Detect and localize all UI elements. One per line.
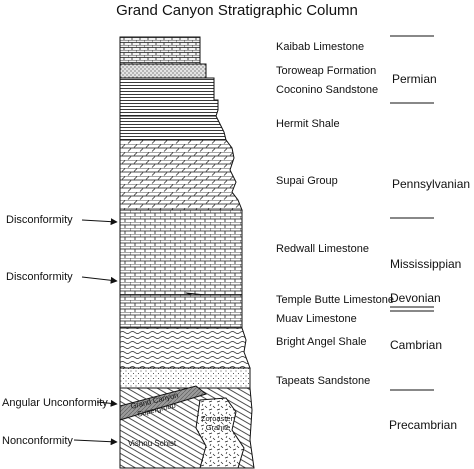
layer-kaibab — [119, 36, 201, 65]
granite-label-2: Granite — [206, 423, 231, 432]
schist-label: Vishnu Schist — [128, 439, 177, 448]
label-temple-butte: Temple Butte Limestone — [276, 294, 394, 306]
label-angular-unconformity: Angular Unconformity — [2, 397, 108, 409]
layer-grand-canyon-supergroup — [119, 385, 208, 421]
diagram-title: Grand Canyon Stratigraphic Column — [116, 2, 358, 19]
period-permian: Permian — [392, 72, 437, 86]
period-mississippian: Mississippian — [390, 257, 461, 271]
period-pennsylvanian: Pennsylvanian — [392, 177, 470, 191]
arrow-disconformity-lower — [81, 276, 118, 284]
label-hermit: Hermit Shale — [276, 118, 340, 130]
label-bright-angel: Bright Angel Shale — [276, 336, 367, 348]
period-cambrian: Cambrian — [390, 338, 442, 352]
period-devonian: Devonian — [390, 291, 441, 305]
label-redwall: Redwall Limestone — [276, 243, 369, 255]
layer-bright-angel — [119, 327, 251, 369]
layer-zoroaster-granite — [195, 397, 245, 469]
label-toroweap: Toroweap Formation — [276, 65, 376, 77]
label-supai: Supai Group — [276, 175, 338, 187]
arrow-nonconformity — [73, 438, 118, 446]
layer-hermit — [119, 115, 227, 141]
period-precambrian: Precambrian — [389, 418, 457, 432]
layer-tapeats — [119, 367, 251, 389]
label-disconformity-upper: Disconformity — [6, 214, 73, 226]
label-muav: Muav Limestone — [276, 313, 357, 325]
layer-redwall — [119, 209, 243, 296]
granite-label-1: Zoroaster — [201, 414, 234, 423]
label-coconino: Coconino Sandstone — [276, 84, 378, 96]
arrow-angular-unconformity — [96, 399, 118, 407]
layer-coconino — [119, 77, 219, 117]
layer-muav — [119, 294, 243, 329]
layer-supai — [119, 139, 243, 211]
label-kaibab: Kaibab Limestone — [276, 41, 364, 53]
label-tapeats: Tapeats Sandstone — [276, 375, 370, 387]
label-nonconformity: Nonconformity — [2, 435, 73, 447]
label-disconformity-lower: Disconformity — [6, 271, 73, 283]
arrow-disconformity-upper — [81, 218, 118, 226]
layer-toroweap — [119, 63, 207, 79]
